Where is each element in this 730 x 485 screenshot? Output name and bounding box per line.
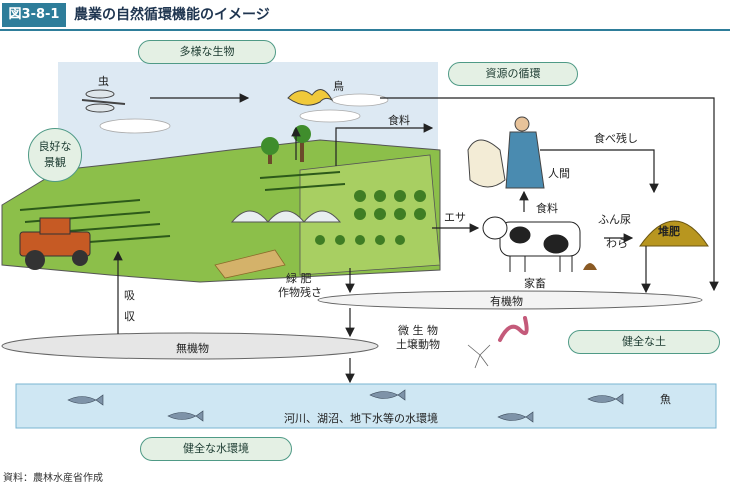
crop-residue-icon [214, 249, 286, 279]
water-environment-label: 河川、湖沼、地下水等の水環境 [284, 412, 438, 425]
figure-title: 農業の自然循環機能のイメージ [74, 7, 270, 23]
absorption-label-1: 吸 [124, 289, 135, 302]
healthy-soil-pill: 健全な土 [568, 330, 720, 354]
arrow-bird-to-soil [380, 97, 719, 292]
human-label: 人間 [548, 167, 570, 180]
figure-number-badge: 図3-8-1 [2, 3, 66, 27]
food-label-top: 食料 [388, 114, 410, 127]
food-label-middle: 食料 [536, 202, 558, 215]
header-divider [0, 29, 730, 31]
diverse-life-pill: 多様な生物 [138, 40, 276, 64]
microorganisms-label: 微 生 物 [398, 324, 438, 337]
fish-label: 魚 [660, 393, 671, 406]
straw-label: わら [606, 237, 628, 250]
insect-label: 虫 [98, 75, 109, 88]
microbe-roots-icon [467, 344, 491, 369]
dung-icon [583, 263, 597, 270]
figure-header: 図3-8-1 農業の自然循環機能のイメージ [0, 0, 730, 31]
good-landscape-badge: 良好な 景観 [28, 128, 82, 182]
arrow-leftovers [540, 149, 659, 194]
arrow-field-to-food [335, 123, 434, 166]
feed-label: エサ [444, 211, 466, 224]
manure-label: ふん尿 [598, 213, 631, 226]
earthworm-icon [498, 316, 529, 342]
water-band [15, 383, 717, 429]
bird-icon [287, 89, 334, 106]
cloud-1 [99, 118, 171, 134]
cloud-3 [299, 109, 361, 123]
livestock-label: 家畜 [524, 277, 546, 290]
dragonfly-icon [81, 89, 126, 113]
leftovers-label: 食べ残し [594, 132, 638, 145]
good-landscape-line-1: 良好な [38, 140, 72, 153]
crop-residue-label: 作物残さ [278, 286, 322, 299]
absorption-label-2: 収 [124, 310, 135, 323]
flow-arrows [113, 93, 719, 384]
trees [261, 125, 311, 164]
source-note: 資料：農林水産省作成 [3, 473, 103, 484]
bird-label: 鳥 [333, 80, 344, 93]
good-landscape-line-2: 景観 [44, 156, 66, 169]
soil-animals-label: 土壌動物 [396, 338, 440, 351]
cloud-2 [331, 93, 389, 107]
resource-cycle-pill: 資源の循環 [448, 62, 578, 86]
compost-label: 堆肥 [658, 225, 680, 238]
cow-icon [482, 216, 581, 272]
tractor-icon [19, 217, 91, 270]
person-icon [467, 116, 545, 189]
inorganic-matter-label: 無機物 [176, 342, 209, 355]
fish-icons [67, 389, 624, 423]
organic-matter-ellipse [317, 290, 703, 310]
compost-heap [639, 220, 709, 247]
organic-matter-label: 有機物 [490, 295, 523, 308]
healthy-water-pill: 健全な水環境 [140, 437, 292, 461]
vegetable-patches [315, 190, 426, 245]
green-manure-label: 緑 肥 [286, 272, 312, 285]
inorganic-matter-ellipse [1, 332, 379, 360]
greenhouses [230, 210, 342, 223]
